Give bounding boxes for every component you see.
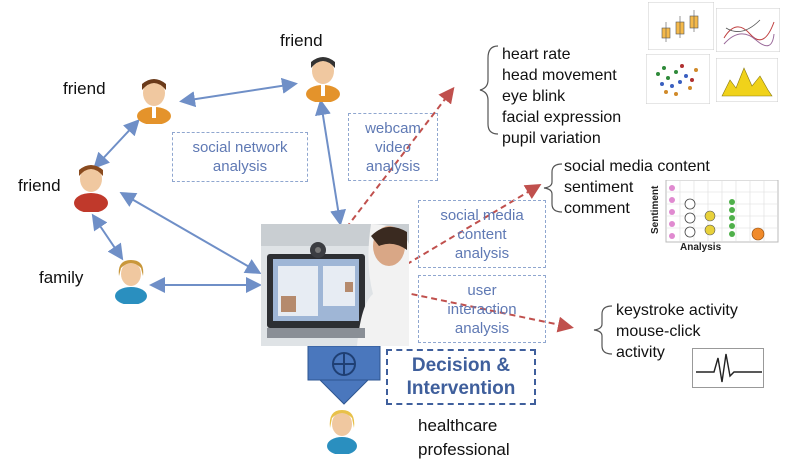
feature-item: activity: [616, 344, 665, 361]
family-label: family: [39, 268, 84, 287]
brace-webcam: [479, 45, 499, 135]
edge-to-webcam-features: [339, 86, 455, 237]
social-media-features-list: social media content sentiment comment: [564, 156, 710, 219]
brace-social: [543, 163, 563, 213]
friend-label: friend: [63, 79, 106, 98]
edge-friend-friendleft: [93, 119, 140, 169]
feature-item: heart rate: [502, 46, 571, 63]
edge-to-interaction-features: [391, 289, 574, 333]
edge-friend-family: [91, 213, 124, 261]
feature-item: mouse-click: [616, 323, 701, 340]
analysis-axis-label: Analysis: [680, 242, 722, 253]
mini-chart-icon: [648, 2, 714, 50]
feature-item: head movement: [502, 67, 617, 84]
mini-chart-icon: [716, 58, 778, 102]
person-icon: [74, 165, 108, 212]
edge-friendleft-computer: [119, 191, 262, 275]
person-icon: [115, 260, 147, 304]
feature-item: facial expression: [502, 109, 622, 126]
edge-friend-friend: [179, 77, 298, 108]
feature-item: comment: [564, 200, 630, 217]
decision-intervention-box: Decision &Intervention: [386, 349, 536, 405]
feature-item: eye blink: [502, 88, 566, 105]
feature-item: social media content: [564, 158, 710, 175]
sentiment-axis-label: Sentiment: [650, 185, 661, 234]
brace-interaction: [593, 305, 613, 355]
smiley-icon: [704, 210, 716, 236]
friend-label: friend: [280, 31, 323, 50]
feature-item: keystroke activity: [616, 302, 738, 319]
edge-friendtop-computer: [314, 99, 347, 226]
friend-label: friend: [18, 176, 61, 195]
person-icon: [306, 57, 340, 102]
feature-item: pupil variation: [502, 130, 601, 147]
heartbeat-icon: [692, 348, 764, 388]
mini-chart-icon: [716, 8, 780, 52]
plus-circle-icon: [332, 352, 356, 376]
interaction-features-list: keystroke activity mouse-click activity: [616, 300, 738, 363]
feature-item: sentiment: [564, 179, 634, 196]
computer-user-photo: [261, 224, 409, 346]
sentiment-chart-image: [665, 180, 779, 243]
frowny-icon: [684, 198, 696, 238]
person-icon: [137, 79, 171, 124]
person-icon: [327, 410, 357, 454]
webcam-features-list: heart rate head movement eye blink facia…: [502, 44, 621, 149]
mini-chart-icon: [646, 54, 710, 104]
